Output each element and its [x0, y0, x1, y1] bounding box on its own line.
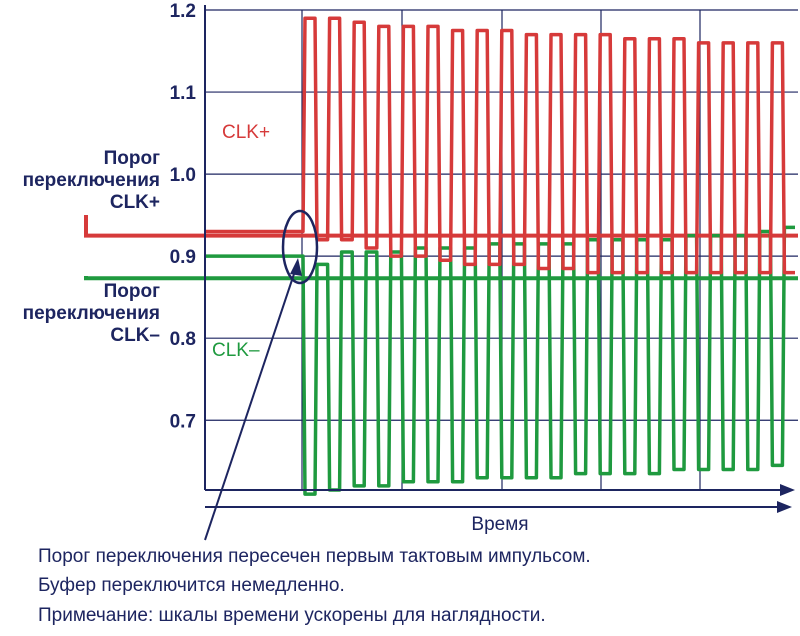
note-line-3: Примечание: шкалы времени ускорены для н… — [38, 605, 546, 626]
clk-plus-threshold-label-line2: переключения — [22, 170, 160, 191]
clk-minus-threshold-label-line1: Порог — [103, 281, 160, 302]
clk-plus-threshold-label: Порог переключения CLK+ — [23, 148, 160, 214]
note-line-2: Буфер переключится немедленно. — [38, 575, 345, 596]
annotation-pointer-head — [290, 258, 302, 276]
clk-minus-threshold-label-line2: переключения — [22, 303, 160, 324]
y-tick-label-4: 1.1 — [170, 83, 197, 104]
clk-minus-threshold-label: Порог переключения CLK– — [23, 281, 160, 347]
clk-plus-threshold-label-line1: Порог — [103, 148, 160, 169]
y-tick-label-5: 1.2 — [170, 1, 196, 22]
annotations — [204, 209, 319, 541]
x-axis-arrow-head — [780, 484, 795, 496]
threshold-line-clk-minus — [84, 276, 798, 281]
switch-point-ellipse — [281, 209, 319, 285]
annotation-pointer-line — [204, 261, 299, 541]
series-layer — [205, 16, 795, 496]
threshold-line-clk-plus — [84, 215, 798, 238]
clk-plus-series-label: CLK+ — [222, 122, 270, 143]
threshold-lines — [84, 215, 798, 281]
clk-plus-threshold-label-line3: CLK+ — [109, 192, 160, 213]
y-tick-label-2: 0.9 — [170, 247, 196, 268]
y-tick-labels: 0.7 0.8 0.9 1.0 1.1 1.2 — [170, 1, 197, 432]
time-arrow-head — [777, 501, 792, 513]
axes — [204, 5, 795, 513]
y-tick-label-1: 0.8 — [170, 329, 196, 350]
y-tick-label-0: 0.7 — [170, 411, 196, 432]
clk-minus-series-label: CLK– — [212, 340, 260, 361]
x-axis-label: Время — [471, 514, 528, 535]
y-tick-label-3: 1.0 — [170, 165, 196, 186]
clk-minus-threshold-label-line3: CLK– — [110, 325, 160, 346]
series-clk-plus-line — [205, 16, 795, 275]
note-line-1: Порог переключения пересечен первым такт… — [38, 546, 591, 567]
